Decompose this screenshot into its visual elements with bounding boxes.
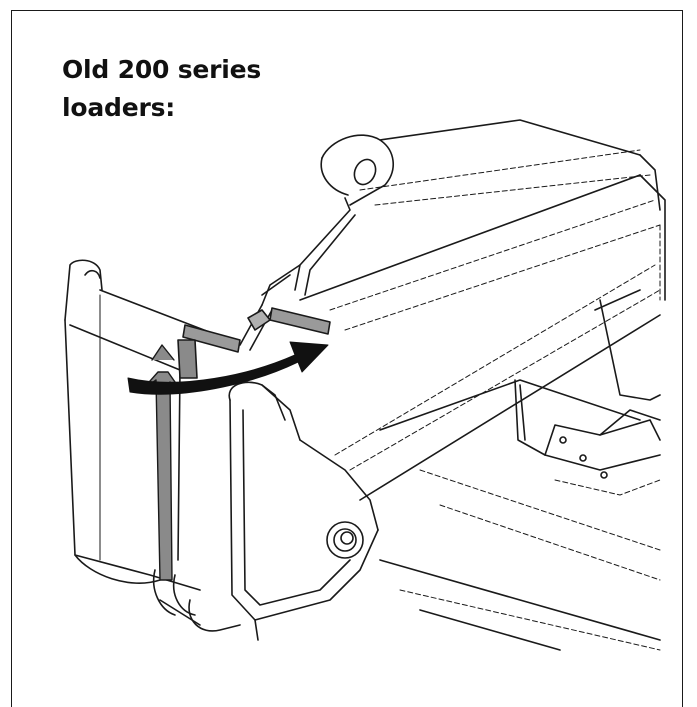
right-bracket: [544, 289, 661, 496]
hinge-barrels: [153, 569, 241, 632]
figure-frame: [11, 10, 683, 707]
boom-arm-upper: [320, 119, 661, 211]
locking-pins: [177, 307, 331, 379]
left-mount-plate: [64, 259, 231, 591]
lower-beam: [379, 379, 661, 651]
figure-caption: Old 200 series loaders:: [62, 51, 322, 127]
up-arrow-icon: [141, 344, 183, 581]
curved-arrow-icon: [127, 341, 329, 395]
caption-line-2: loaders:: [62, 93, 176, 122]
main-beam: [299, 174, 666, 501]
caption-line-1: Old 200 series: [62, 55, 262, 84]
front-hinge-plate: [228, 381, 379, 641]
linkage-arm: [239, 197, 356, 351]
